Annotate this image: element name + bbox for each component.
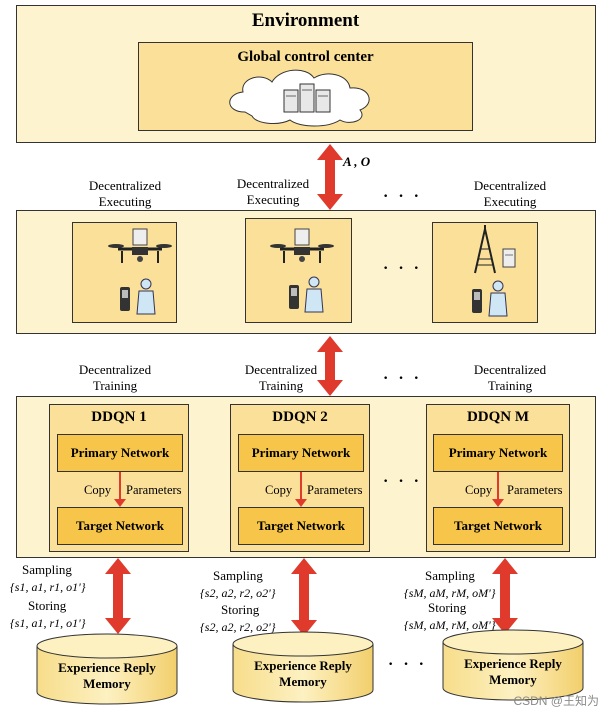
cloud-servers-icon [229, 69, 370, 127]
user-person-icon [136, 276, 508, 317]
uav-drone-icon [270, 228, 334, 263]
store-tuple-1: {s1, a1, r1, o1'} [10, 616, 86, 630]
arrow-exec-train [317, 336, 343, 396]
store-tuple-2: {s2, a2, r2, o2'} [200, 620, 276, 634]
parameters-label-1: Parameters [126, 483, 182, 497]
environment-title: Environment [251, 10, 360, 31]
parameters-label-m: Parameters [507, 483, 563, 497]
ellipsis-train-labels: · · · [383, 370, 423, 387]
parameters-label-2: Parameters [307, 483, 363, 497]
ddqn-title-m: DDQN M [466, 409, 530, 425]
arrow-ddqnm-memory [492, 558, 518, 634]
base-station-tower-icon [474, 225, 516, 274]
watermark: CSDN @王知为 [513, 694, 599, 708]
copy-label-m: Copy [465, 483, 493, 497]
primary-network-1: Primary Network [57, 434, 183, 472]
storing-label-2: Storing [221, 602, 260, 617]
sampling-label-m: Sampling [425, 568, 475, 583]
ddqn-title-1: DDQN 1 [91, 409, 147, 425]
target-network-2: Target Network [238, 507, 364, 545]
mobile-phone-icon [120, 285, 482, 313]
sampling-label-1: Sampling [22, 562, 72, 577]
storing-label-1: Storing [28, 598, 67, 613]
arrow-ddqn2-memory [291, 558, 317, 636]
action-observation-label: A , O [343, 154, 371, 169]
ellipsis-exec-labels: · · · [383, 188, 423, 205]
copy-label-1: Copy [84, 483, 112, 497]
target-network-m: Target Network [433, 507, 563, 545]
copy-label-2: Copy [265, 483, 293, 497]
arrow-ddqn1-memory [105, 558, 131, 634]
ddqn-title-2: DDQN 2 [272, 409, 328, 425]
memory-cylinder-m [442, 629, 584, 701]
storing-label-m: Storing [428, 600, 467, 615]
agent-cell-m [432, 222, 538, 323]
ellipsis-memory: · · · [388, 656, 428, 673]
global-control-center-title: Global control center [237, 49, 374, 65]
uav-drone-icon [108, 228, 172, 263]
sampling-label-2: Sampling [213, 568, 263, 583]
sample-tuple-2: {s2, a2, r2, o2'} [200, 586, 276, 600]
sample-tuple-1: {s1, a1, r1, o1'} [10, 580, 86, 594]
memory-cylinder-1 [36, 633, 178, 705]
primary-network-2: Primary Network [238, 434, 364, 472]
target-network-1: Target Network [57, 507, 183, 545]
memory-cylinder-2 [232, 631, 374, 703]
ellipsis-ddqn: · · · [383, 473, 423, 490]
store-tuple-m: {sM, aM, rM, oM'} [404, 618, 496, 632]
arrow-env-exec [317, 144, 343, 210]
ellipsis-agents: · · · [383, 260, 423, 277]
primary-network-m: Primary Network [433, 434, 563, 472]
sample-tuple-m: {sM, aM, rM, oM'} [404, 586, 496, 600]
